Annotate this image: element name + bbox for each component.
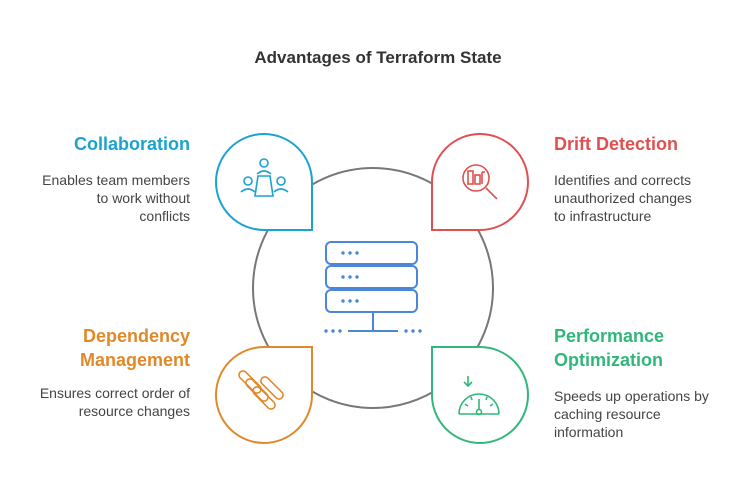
performance-description-line: caching resource bbox=[554, 406, 661, 422]
collaboration-description-line: Enables team members bbox=[42, 172, 190, 188]
team-meeting-icon bbox=[240, 158, 289, 197]
server-rack-icon bbox=[325, 241, 418, 332]
collaboration-description: Enables team members to work without con… bbox=[10, 171, 190, 225]
magnifier-inspect-icon bbox=[462, 164, 498, 200]
collaboration-description-line: conflicts bbox=[139, 208, 190, 224]
dependency-heading-line: Management bbox=[79, 350, 190, 370]
dependency-heading-line: Dependency bbox=[82, 326, 190, 346]
linked-blocks-icon bbox=[238, 370, 284, 410]
collaboration-badge bbox=[215, 133, 313, 231]
drift-description-line: to infrastructure bbox=[554, 208, 652, 224]
collaboration-heading: Collaboration bbox=[74, 134, 190, 154]
performance-heading-line: Optimization bbox=[554, 350, 663, 370]
dependency-description-line: resource changes bbox=[78, 403, 190, 419]
dependency-description: Ensures correct order of resource change… bbox=[10, 384, 190, 420]
speedometer-icon bbox=[458, 376, 500, 416]
dependency-description-line: Ensures correct order of bbox=[39, 385, 190, 401]
performance-heading: Performance Optimization bbox=[554, 324, 744, 372]
dependency-heading: Dependency Management bbox=[20, 324, 190, 372]
drift-detection-heading: Drift Detection bbox=[554, 134, 679, 154]
performance-heading-line: Performance bbox=[554, 326, 665, 346]
collaboration-description-line: to work without bbox=[96, 190, 190, 206]
drift-description-line: unauthorized changes bbox=[554, 190, 692, 206]
dependency-badge bbox=[215, 346, 313, 444]
performance-description: Speeds up operations by caching resource… bbox=[554, 387, 749, 441]
diagram-title: Advantages of Terraform State bbox=[254, 48, 502, 67]
performance-badge bbox=[431, 346, 529, 444]
drift-description-line: Identifies and corrects bbox=[554, 172, 691, 188]
performance-description-line: information bbox=[554, 424, 624, 440]
center-ring bbox=[252, 167, 494, 409]
performance-description-line: Speeds up operations by bbox=[554, 388, 709, 404]
drift-detection-description: Identifies and corrects unauthorized cha… bbox=[554, 171, 744, 225]
